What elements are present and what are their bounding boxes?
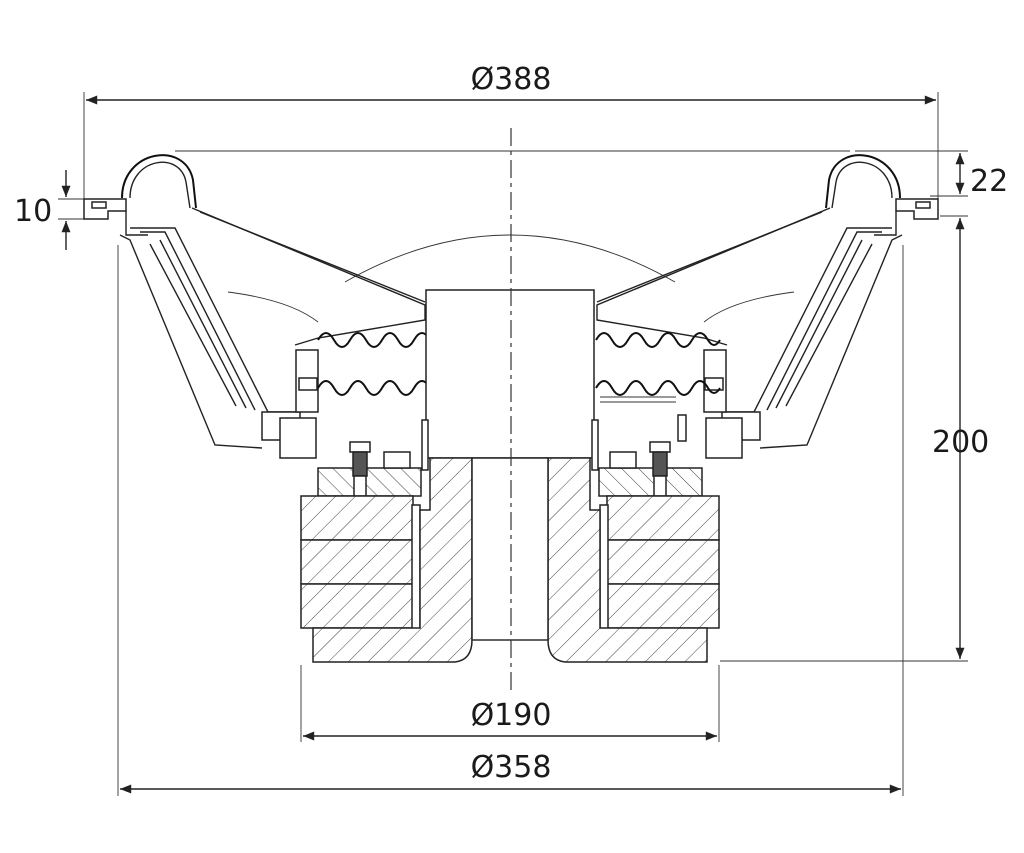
terminal-lead [600,396,676,403]
voice-coil-former [425,289,595,459]
top-plate-left [317,467,422,497]
dust-cap [344,234,676,283]
cone-left [191,207,426,346]
spider-upper-right [595,332,721,348]
mounting-height-label: 22 [970,164,1008,199]
screws [349,441,671,497]
outer-diameter-label: Ø388 [471,62,552,97]
dimension-lines [58,92,968,796]
surround-left [121,154,197,209]
basket-frame-left [119,211,319,459]
frame-diameter-label: Ø358 [471,750,552,785]
mounting-flange [83,198,939,220]
total-depth-label: 200 [932,425,989,460]
basket-frame-right [677,211,903,459]
top-plate-right [598,467,703,497]
spider-lower-left [317,380,443,396]
spider-lower-right [595,380,721,396]
surround-right [825,154,901,209]
magnet-stack-right [599,495,720,630]
magnet-diameter-label: Ø190 [471,698,552,733]
flange-thickness-label: 10 [14,194,52,229]
speaker-body [83,150,939,663]
vent-bore [471,457,549,641]
magnet-stack-left [300,495,421,630]
